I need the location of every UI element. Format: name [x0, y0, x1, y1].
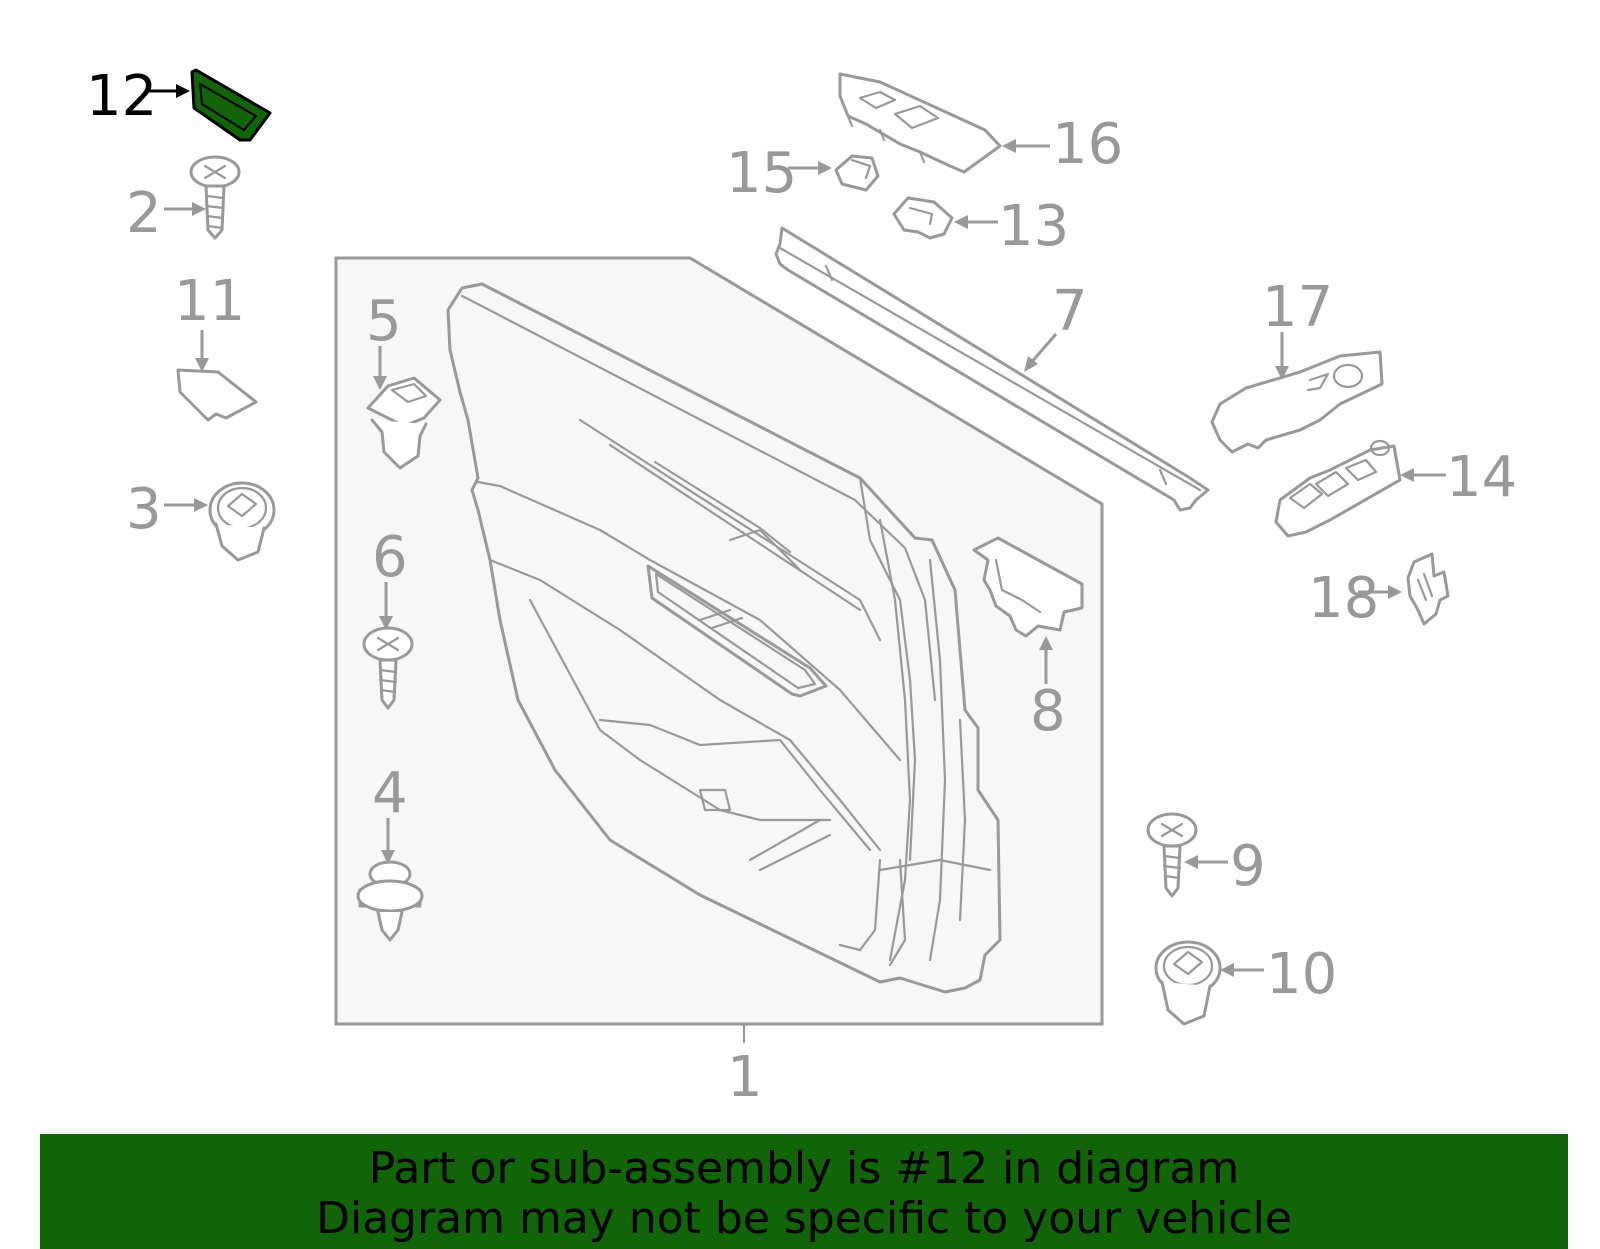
footer-banner: Part or sub-assembly is #12 in diagram D… [40, 1134, 1568, 1249]
callout-14: 14 [1446, 445, 1517, 510]
callout-8: 8 [1030, 679, 1066, 744]
door-trim-panel [446, 282, 1002, 994]
part-12-trim-cover [190, 68, 272, 142]
footer-line-1: Part or sub-assembly is #12 in diagram [368, 1143, 1240, 1194]
part-4-push-pin [356, 860, 424, 942]
part-17-switch-panel [1210, 350, 1384, 454]
callout-5: 5 [366, 289, 402, 354]
callout-6: 6 [372, 525, 408, 590]
callout-10: 10 [1266, 942, 1337, 1007]
part-15-switch [834, 154, 880, 192]
part-18-clip [1406, 552, 1450, 626]
callout-9: 9 [1230, 834, 1266, 899]
callout-3: 3 [126, 477, 162, 542]
part-5-clip [366, 376, 442, 470]
callout-4: 4 [372, 761, 408, 826]
part-3-clip [208, 481, 276, 562]
callout-2: 2 [126, 181, 162, 246]
callout-1: 1 [727, 1045, 763, 1110]
part-14-window-switch [1274, 439, 1402, 538]
part-8-bracket [972, 536, 1084, 638]
callout-12: 12 [86, 64, 157, 129]
callout-7: 7 [1052, 279, 1088, 344]
callout-11: 11 [174, 269, 245, 334]
callout-13: 13 [998, 194, 1069, 259]
callout-15: 15 [726, 141, 797, 206]
part-10-clip [1154, 940, 1222, 1026]
part-6-screw [362, 626, 414, 710]
callout-18: 18 [1308, 566, 1379, 631]
part-7-weatherstrip [774, 226, 1210, 512]
footer-line-2: Diagram may not be specific to your vehi… [316, 1193, 1292, 1244]
part-16-switch-bezel [838, 72, 1002, 174]
part-9-screw [1146, 812, 1198, 898]
callout-16: 16 [1052, 112, 1123, 177]
part-13-switch [892, 196, 954, 240]
part-11-bracket [176, 368, 258, 422]
callout-17: 17 [1262, 275, 1333, 340]
part-2-screw [189, 155, 241, 240]
